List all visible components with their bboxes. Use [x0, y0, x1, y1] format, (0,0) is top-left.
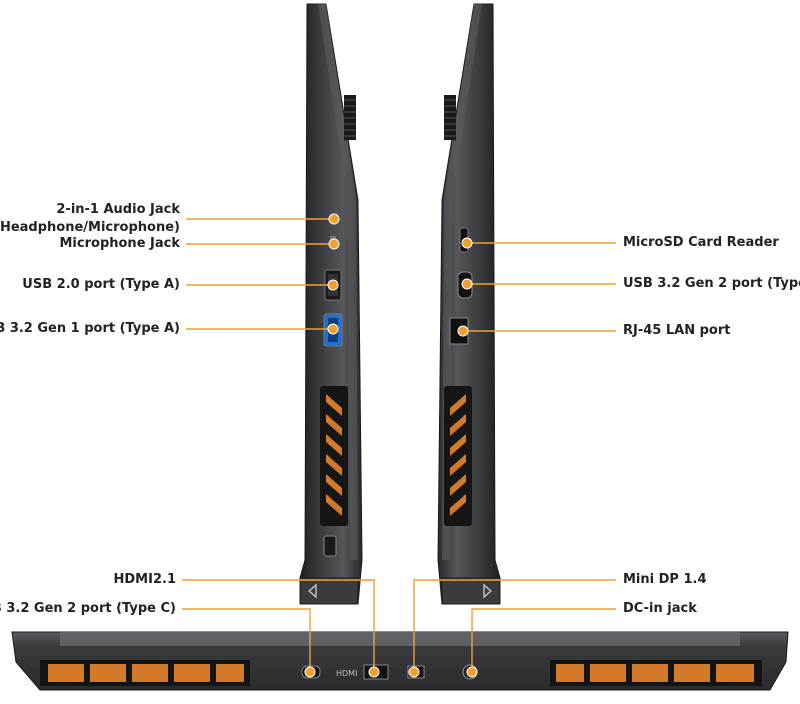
right-side-laptop — [437, 3, 501, 605]
label-usb32-gen2-c-side: USB 3.2 Gen 2 port (Type C) — [623, 276, 800, 291]
left-side-vent — [320, 386, 348, 526]
label-rj45: RJ-45 LAN port — [623, 323, 731, 338]
label-usb20: USB 2.0 port (Type A) — [22, 277, 180, 292]
right-top-vent — [444, 95, 456, 140]
rear-vent-right — [550, 660, 762, 686]
rear-laptop: HDMI — [11, 631, 789, 691]
left-side-laptop — [299, 3, 363, 605]
label-usb32-gen2-c-rear: USB 3.2 Gen 2 port (Type C) — [0, 601, 176, 616]
label-dc-in: DC-in jack — [623, 601, 697, 616]
arrow-left-icon — [307, 583, 317, 599]
label-usb32-gen1: USB 3.2 Gen 1 port (Type A) — [0, 321, 180, 336]
rear-vent-left — [40, 660, 250, 686]
callout-lines — [182, 218, 616, 672]
label-mini-dp: Mini DP 1.4 — [623, 572, 707, 587]
hdmi-marking: HDMI — [336, 669, 357, 678]
label-audio-jack-detail: (Headphone/Microphone) — [0, 220, 180, 235]
label-hdmi: HDMI2.1 — [113, 572, 176, 587]
label-microphone-jack: Microphone Jack — [59, 236, 181, 251]
label-audio-jack: 2-in-1 Audio Jack — [56, 202, 180, 217]
left-top-vent — [344, 95, 356, 140]
label-microsd: MicroSD Card Reader — [623, 235, 779, 250]
arrow-right-icon — [483, 583, 493, 599]
right-side-vent — [444, 386, 472, 526]
kensington-lock-icon — [323, 535, 337, 557]
callout-dots — [304, 213, 478, 678]
